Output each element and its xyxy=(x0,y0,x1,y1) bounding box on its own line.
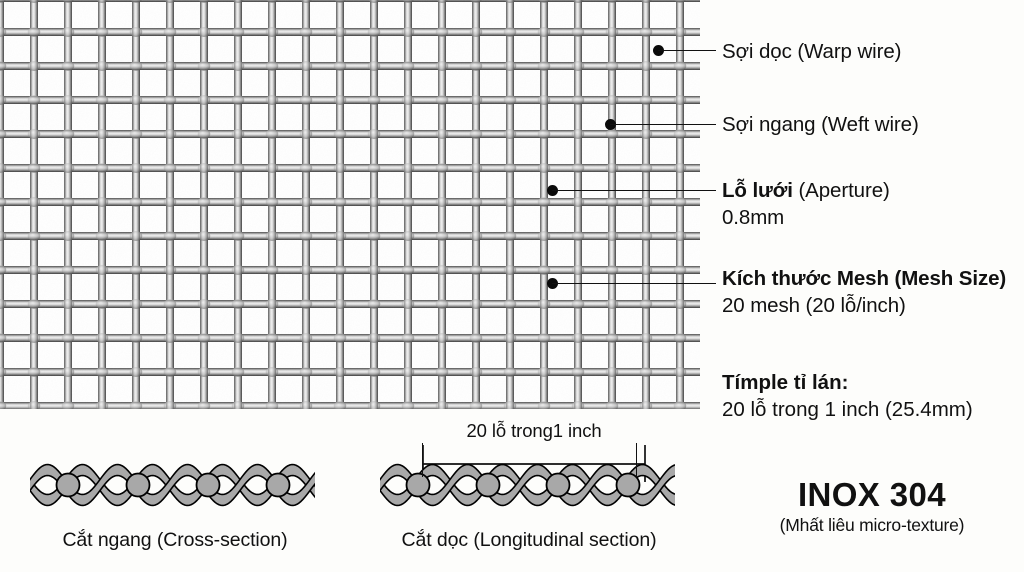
dimension-tick-start xyxy=(422,443,423,477)
leader-line-warp xyxy=(658,50,716,51)
timple-block: Tímple tỉ lán: 20 lỗ trong 1 inch (25.4m… xyxy=(722,369,1022,424)
callout-mesh-size: Kích thước Mesh (Mesh Size) 20 mesh (20 … xyxy=(722,266,1022,319)
leader-line-weft xyxy=(610,124,716,125)
dimension-label: 20 lỗ trong1 inch xyxy=(466,420,602,441)
leader-line-mesh-size xyxy=(552,283,716,284)
weave-diagram-cross-section xyxy=(19,452,326,523)
brand-subtitle: (Mhất liêu micro-texture) xyxy=(779,515,965,535)
callout-aperture-bold: Lỗ lưới xyxy=(722,179,793,202)
timple-heading: Tímple tỉ lán: xyxy=(722,371,849,394)
caption-longitudinal-section: Cắt dọc (Longitudinal section) xyxy=(401,529,657,551)
leader-line-aperture xyxy=(552,190,716,191)
brand-title: INOX 304 xyxy=(797,476,947,513)
dimension-tick-end xyxy=(636,443,637,477)
woven-mesh-photo xyxy=(0,0,700,409)
callout-warp-label: Sợi dọc (Warp wire) xyxy=(722,40,902,63)
callout-aperture-value: 0.8mm xyxy=(722,206,785,229)
callout-aperture-title: Lỗ lưới (Aperture) xyxy=(722,178,1022,204)
callout-warp-wire: Sợi dọc (Warp wire) xyxy=(722,39,1022,65)
brand-block: INOX 304 (Mhất liêu micro-texture) xyxy=(722,477,1022,537)
weave-diagram-longitudinal-section xyxy=(369,452,686,523)
callout-aperture-rest: (Aperture) xyxy=(792,179,890,202)
caption-cross-section: Cắt ngang (Cross-section) xyxy=(62,529,288,551)
callout-aperture: Lỗ lưới (Aperture) 0.8mm xyxy=(722,178,1022,231)
callout-mesh-size-value: 20 mesh (20 lỗ/inch) xyxy=(722,294,906,317)
timple-value: 20 lỗ trong 1 inch (25.4mm) xyxy=(722,398,973,421)
callout-weft-label: Sợi ngang (Weft wire) xyxy=(722,113,919,136)
callout-mesh-size-title: Kích thước Mesh (Mesh Size) xyxy=(722,267,1007,290)
callout-weft-wire: Sợi ngang (Weft wire) xyxy=(722,112,1022,138)
